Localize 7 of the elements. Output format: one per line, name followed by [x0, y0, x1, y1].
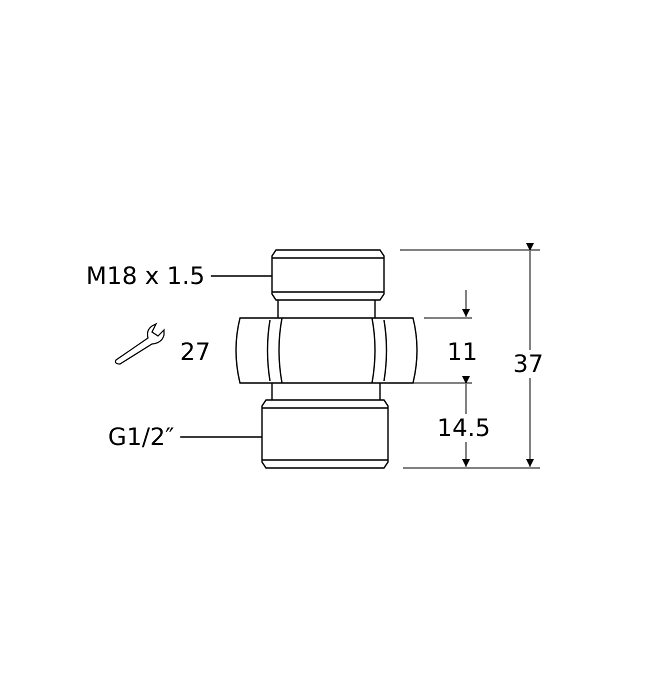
thread-label: M18 x 1.5: [86, 262, 205, 290]
leader-line: [210, 275, 272, 277]
upper-thread-drawing: [271, 249, 385, 301]
lower-thread-drawing: [261, 399, 389, 469]
thread-label: G1/2″: [108, 423, 174, 451]
wrench-size: 27: [180, 338, 211, 366]
leader-line: [180, 436, 262, 438]
